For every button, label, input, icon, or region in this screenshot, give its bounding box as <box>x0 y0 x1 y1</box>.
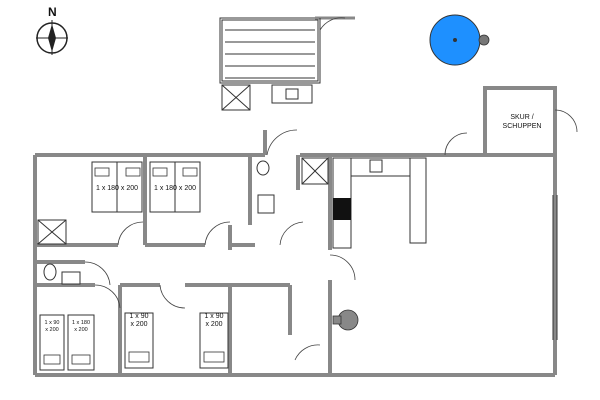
toilet-icon <box>43 263 57 281</box>
bed-a-line2: x 200 <box>45 327 58 333</box>
bed-line2: x 200 <box>130 321 147 328</box>
sink-icon <box>271 84 313 104</box>
bathroom-left <box>37 219 81 285</box>
bed-b-line1: 1 x 180 <box>72 320 90 326</box>
bed-size-label: 1 x 180 x 200 <box>96 185 138 192</box>
compass-icon: N <box>36 5 68 55</box>
sink-icon <box>369 159 383 173</box>
bed-bottom-3: 1 x 90 x 200 <box>199 312 229 369</box>
interior-walls <box>35 155 332 375</box>
kitchen <box>332 157 427 249</box>
outdoor-shower-structure <box>219 16 355 111</box>
bed-line1: 1 x 90 <box>204 313 223 320</box>
toilet-icon <box>256 160 270 176</box>
sink-icon <box>257 194 275 214</box>
bed-size-label: 1 x 180 x 200 <box>154 185 196 192</box>
door-swing-icon <box>84 221 356 361</box>
windows-living <box>552 195 558 340</box>
bed-line2: x 200 <box>205 321 222 328</box>
bed-top-right: 1 x 180 x 200 <box>149 161 201 213</box>
bed-a-line1: 1 x 90 <box>45 320 60 326</box>
north-label: N <box>48 5 57 19</box>
bathroom-middle <box>256 157 329 214</box>
shed-label-line1: SKUR / <box>510 114 533 121</box>
bed-b-line2: x 200 <box>74 327 87 333</box>
hot-tub-icon <box>429 14 490 66</box>
bed-line1: 1 x 90 <box>129 313 148 320</box>
shed-label-line2: SCHUPPEN <box>503 123 542 130</box>
fireplace-icon <box>332 309 359 331</box>
bed-top-left: 1 x 180 x 200 <box>91 161 143 213</box>
stove-icon <box>333 198 351 220</box>
bed-bottom-2: 1 x 90 x 200 <box>124 312 154 369</box>
sink-icon <box>61 271 81 285</box>
shed: SKUR / SCHUPPEN <box>483 86 578 157</box>
bed-bottom-1: 1 x 90 x 200 1 x 180 x 200 <box>39 314 95 371</box>
